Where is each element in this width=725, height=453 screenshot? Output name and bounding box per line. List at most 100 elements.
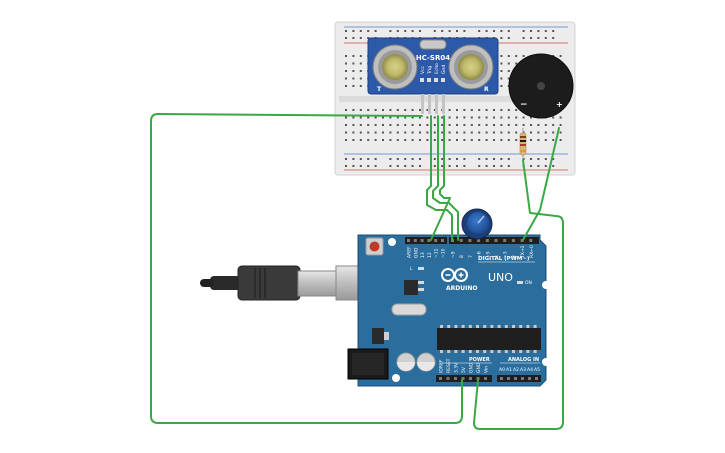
breadboard-hole xyxy=(389,124,392,126)
breadboard-hole xyxy=(359,131,362,134)
rail-hole xyxy=(478,165,481,167)
breadboard-hole xyxy=(470,124,473,126)
chip-pin xyxy=(454,325,458,328)
pin-label: AREF xyxy=(407,246,413,258)
chip-pin xyxy=(497,350,501,353)
breadboard-hole xyxy=(456,139,458,141)
breadboard-hole xyxy=(515,109,518,111)
rail-hole xyxy=(345,37,347,39)
rail-hole xyxy=(485,165,488,167)
ultrasonic-sensor[interactable]: HC-SR04 T R Vcc Trig Echo Gnd xyxy=(367,37,499,114)
breadboard-hole xyxy=(493,131,495,134)
wire-resistor-pin2[interactable] xyxy=(473,159,564,430)
rail-hole xyxy=(359,30,362,32)
digital-header-left[interactable] xyxy=(405,237,447,244)
breadboard-hole xyxy=(470,116,473,119)
breadboard-hole xyxy=(404,131,407,134)
wires[interactable] xyxy=(150,113,564,430)
wire-buzzer-pin3[interactable] xyxy=(522,127,560,241)
chip-pin xyxy=(447,325,451,328)
rail-hole xyxy=(544,165,547,167)
rail-hole xyxy=(441,165,444,167)
reset-button[interactable] xyxy=(365,237,384,256)
sensor-pin-vcc: Vcc xyxy=(420,65,426,74)
breadboard-hole xyxy=(396,116,399,119)
receiver-transducer xyxy=(448,44,494,90)
breadboard-hole xyxy=(345,124,347,126)
rail-hole xyxy=(404,30,407,32)
rail-hole xyxy=(433,30,436,32)
header-hole xyxy=(439,377,442,380)
wire-trig-pin12[interactable] xyxy=(426,115,453,241)
breadboard-hole xyxy=(426,116,429,119)
power-jack[interactable] xyxy=(347,348,389,380)
power-label: POWER xyxy=(469,357,490,363)
chip-pin xyxy=(533,350,537,353)
pin-label: RX←0 xyxy=(529,245,535,258)
header-hole xyxy=(420,239,424,242)
rail-hole xyxy=(493,30,495,32)
arduino-uno[interactable]: AREF GND 13 12 ~11 ~10 ~9 8 7 ~6 ~5 4 ~3… xyxy=(347,234,550,387)
resistor[interactable] xyxy=(519,128,527,160)
header-hole xyxy=(511,239,515,242)
rail-hole xyxy=(396,158,399,160)
analog-header[interactable] xyxy=(497,375,541,382)
rail-hole xyxy=(389,158,392,160)
sensor-crystal xyxy=(419,39,447,50)
chip-pin xyxy=(461,325,465,328)
breadboard-hole xyxy=(441,116,444,119)
breadboard-hole xyxy=(448,109,451,111)
pin-label: IOREF xyxy=(439,359,445,373)
breadboard-hole xyxy=(507,131,510,134)
piezo-buzzer[interactable]: − + xyxy=(508,53,574,119)
voltage-regulator xyxy=(372,328,384,344)
breadboard-hole xyxy=(359,124,362,126)
breadboard-hole xyxy=(433,131,436,134)
wire-gnd-gnd[interactable] xyxy=(430,115,451,241)
buzzer-minus-label: − xyxy=(520,100,528,110)
breadboard-hole xyxy=(522,55,525,57)
rail-hole xyxy=(493,165,495,167)
header-hole xyxy=(476,377,480,380)
header-hole xyxy=(529,239,533,242)
potentiometer[interactable] xyxy=(461,208,493,240)
pin-label: 5V xyxy=(461,366,467,373)
chip-pin xyxy=(476,350,479,353)
pin-label: GND xyxy=(469,362,475,373)
breadboard-hole xyxy=(537,131,540,134)
header-hole xyxy=(413,239,417,242)
header-hole xyxy=(528,377,531,380)
rail-hole xyxy=(359,158,362,160)
breadboard-hole xyxy=(367,109,370,111)
breadboard-hole xyxy=(426,124,429,126)
breadboard-hole xyxy=(352,55,355,57)
breadboard-hole xyxy=(522,131,525,134)
resistor-band-4 xyxy=(520,150,526,152)
breadboard-hole xyxy=(389,131,392,134)
breadboard-hole xyxy=(404,109,407,111)
header-hole xyxy=(484,377,487,380)
breadboard-hole xyxy=(522,124,525,126)
breadboard-hole xyxy=(367,124,370,126)
rail-hole xyxy=(448,30,451,32)
breadboard-hole xyxy=(433,109,436,111)
breadboard-hole xyxy=(433,124,436,126)
breadboard-hole xyxy=(463,131,466,134)
breadboard-hole xyxy=(359,55,362,57)
wire-vcc-5v[interactable] xyxy=(150,113,463,424)
digital-header-right[interactable] xyxy=(449,237,539,244)
rail-hole xyxy=(448,158,451,160)
buzzer-plus-label: + xyxy=(556,100,563,109)
rail-hole xyxy=(507,37,510,39)
header-hole xyxy=(407,239,410,242)
breadboard-hole xyxy=(485,124,488,126)
chip-pin xyxy=(440,325,443,328)
breadboard-hole xyxy=(500,70,503,72)
wire-echo-pin11[interactable] xyxy=(432,115,459,241)
atmega-chip xyxy=(437,325,541,353)
rail-hole xyxy=(530,30,532,32)
breadboard-hole xyxy=(382,124,384,126)
breadboard-hole xyxy=(345,55,347,57)
pin-label: 12 xyxy=(427,252,433,258)
sensor-pin-header[interactable] xyxy=(420,78,445,114)
